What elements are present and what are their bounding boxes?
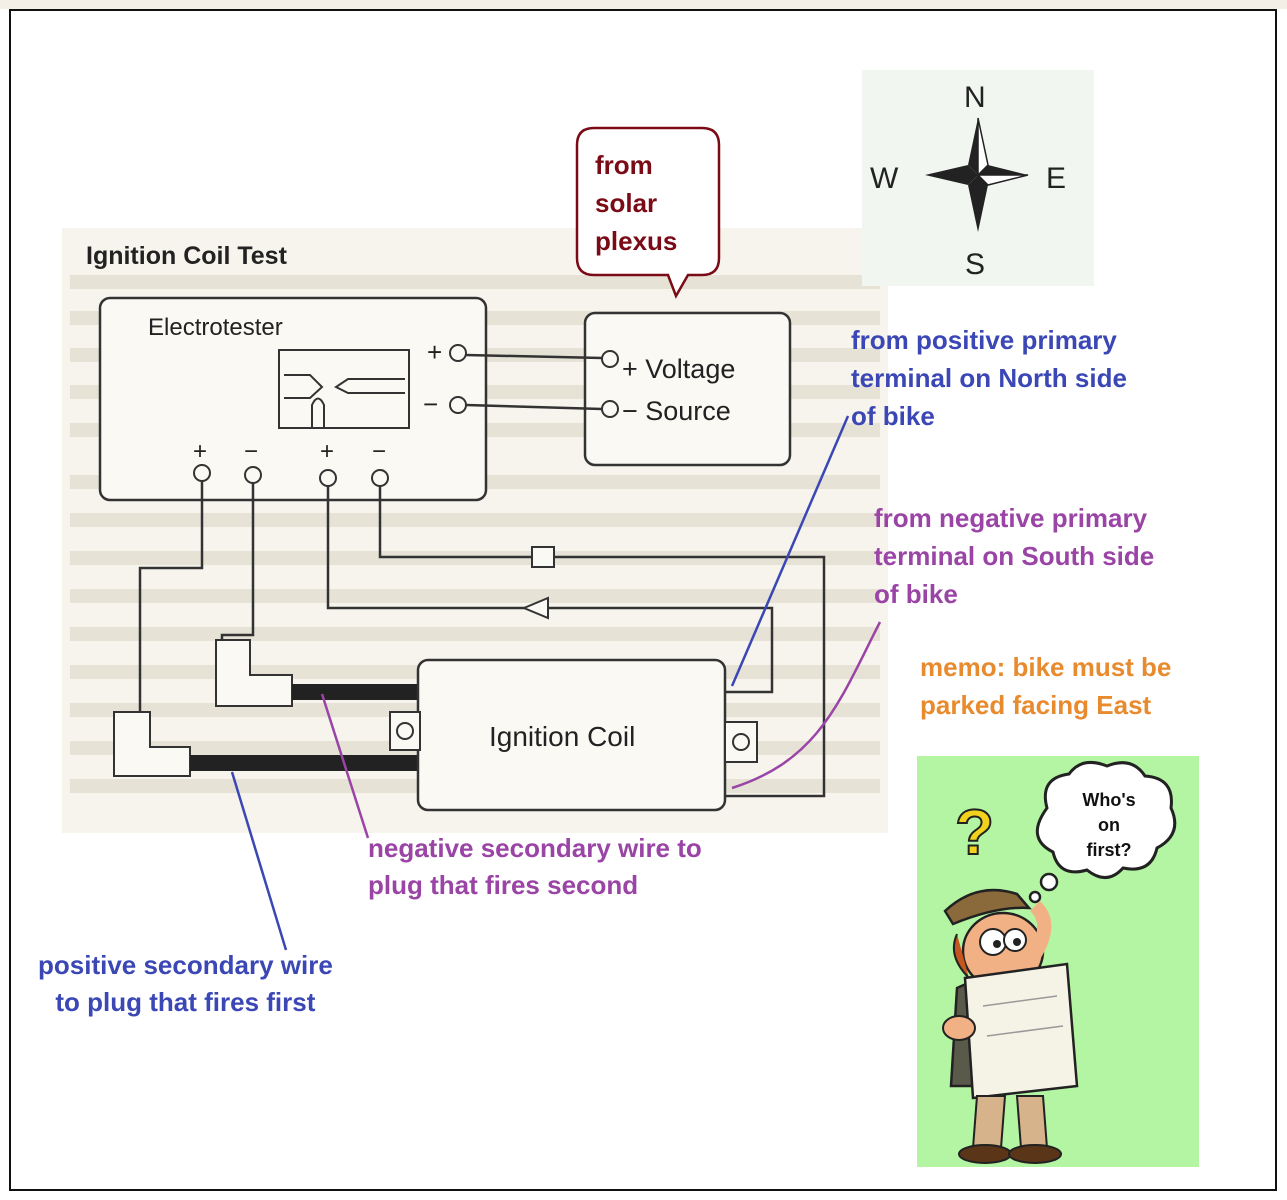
- hand: [942, 1015, 976, 1041]
- compass-w-label: W: [870, 162, 899, 195]
- solar-line-2: solar: [595, 188, 658, 218]
- terminal-pos-1: [193, 464, 211, 482]
- terminal-pos-2: [319, 469, 337, 487]
- source-label: − Source: [622, 396, 731, 426]
- right-boot: [1008, 1144, 1062, 1164]
- hat: [943, 888, 1032, 926]
- left-pupil: [993, 940, 1001, 948]
- voltage-label: + Voltage: [622, 354, 735, 384]
- pos-secondary-line-1: positive secondary wire: [38, 950, 333, 980]
- terminal-label-3: +: [320, 438, 334, 465]
- top-band: [0, 0, 1287, 9]
- thought-bubble-2: [1028, 890, 1042, 904]
- left-boot: [958, 1144, 1012, 1164]
- terminal-neg-2: [371, 469, 389, 487]
- terminal-label-2: −: [244, 438, 258, 465]
- pos-primary-line-1: from positive primary: [851, 325, 1117, 355]
- compass-south-point: [968, 175, 988, 232]
- neg-primary-line-1: from negative primary: [874, 503, 1148, 533]
- neg-secondary-line-1: negative secondary wire to: [368, 833, 702, 863]
- tester-minus-terminal: [449, 396, 467, 414]
- electrotester-label: Electrotester: [148, 314, 283, 341]
- neg-primary-pointer: [731, 621, 882, 790]
- question-mark-icon: ?: [955, 796, 994, 868]
- neg-primary-line-2: terminal on South side: [874, 541, 1155, 571]
- left-electrode: [284, 374, 324, 399]
- tester-plus-sign: +: [427, 337, 442, 367]
- left-leg: [971, 1095, 1007, 1149]
- page-frame: [9, 9, 1277, 1191]
- pos-primary-callout: from positive primary terminal on North …: [851, 321, 1127, 435]
- neg-primary-callout: from negative primary terminal on South …: [874, 499, 1154, 613]
- thought-line-2: on: [1098, 815, 1120, 835]
- thought-line-3: first?: [1086, 840, 1132, 860]
- diagram-title: Ignition Coil Test: [86, 242, 288, 270]
- thought-bubble-1: [1039, 872, 1059, 892]
- left-eye: [979, 928, 1007, 956]
- pos-secondary-pointer: [230, 771, 288, 951]
- right-pupil: [1013, 938, 1021, 946]
- memo-callout: memo: bike must be parked facing East: [920, 648, 1171, 724]
- pos-secondary-callout: positive secondary wire to plug that fir…: [38, 947, 333, 1021]
- plus-wire: [465, 353, 603, 360]
- raised-arm: [1021, 900, 1052, 971]
- thought-cloud: [1036, 760, 1177, 879]
- spark-gap-window: [278, 349, 410, 429]
- pos-secondary-lead: [190, 755, 420, 771]
- compass-east-highlight: [976, 174, 1029, 186]
- pos-primary-pointer: [730, 415, 850, 687]
- compass-west-point: [925, 165, 978, 185]
- terminal-label-4: −: [372, 438, 386, 465]
- cartoon-panel: ? Who's on first?: [917, 756, 1199, 1167]
- solar-line-1: from: [595, 150, 653, 180]
- memo-line-1: memo: bike must be: [920, 652, 1172, 682]
- coil-left-bolt: [396, 722, 414, 740]
- neg-primary-line-3: of bike: [874, 579, 958, 609]
- pos-primary-line-3: of bike: [851, 401, 935, 431]
- solar-line-3: plexus: [595, 226, 678, 256]
- hair: [953, 933, 970, 979]
- right-leg: [1015, 1095, 1049, 1149]
- solar-plexus-text: from solar plexus: [595, 146, 677, 260]
- compass-n-label: N: [964, 81, 986, 114]
- tester-plus-terminal: [449, 344, 467, 362]
- neg-secondary-callout: negative secondary wire to plug that fir…: [368, 830, 702, 904]
- coil-right-bolt: [732, 733, 750, 751]
- map-line-2: [986, 1025, 1064, 1037]
- ignition-coil-label: Ignition Coil: [489, 721, 635, 752]
- compass-s-label: S: [965, 248, 985, 281]
- direction-arrow: [521, 596, 549, 620]
- source-plus-terminal: [601, 350, 619, 368]
- map-line-1: [982, 995, 1058, 1007]
- neg-secondary-line-2: plug that fires second: [368, 870, 639, 900]
- compass-north-highlight: [977, 117, 989, 177]
- terminal-label-1: +: [193, 438, 207, 465]
- voltage-source-box: [583, 311, 792, 467]
- pos-primary-line-2: terminal on North side: [851, 363, 1127, 393]
- terminal-neg-1: [244, 466, 262, 484]
- spark-gap-pointer: [311, 397, 325, 428]
- inline-connector: [531, 546, 555, 568]
- neg-secondary-pointer: [320, 693, 370, 839]
- neg-secondary-lead: [292, 684, 430, 700]
- right-electrode: [334, 378, 405, 394]
- confused-man-illustration: ?: [942, 760, 1177, 1164]
- memo-line-2: parked facing East: [920, 690, 1152, 720]
- pos-secondary-line-2: to plug that fires first: [55, 987, 316, 1017]
- tester-minus-sign: −: [423, 389, 438, 419]
- solar-plexus-bubble: [575, 126, 721, 299]
- thought-line-1: Who's: [1082, 790, 1136, 810]
- thought-text: Who's on first?: [1063, 788, 1155, 863]
- compass-e-label: E: [1046, 162, 1066, 195]
- source-minus-terminal: [601, 400, 619, 418]
- minus-wire: [465, 403, 603, 411]
